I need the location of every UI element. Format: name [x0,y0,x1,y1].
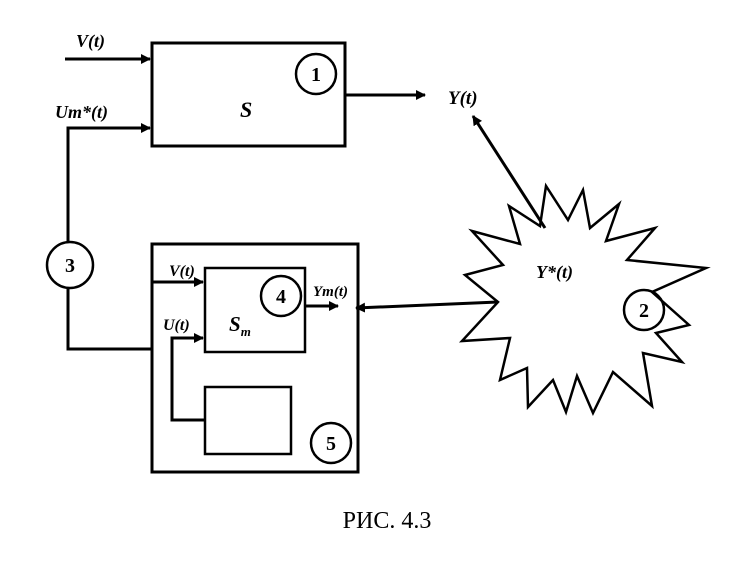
badge-3-circle [45,240,95,290]
ym-output-label: Ym(t) [313,284,348,300]
controller-block [203,385,293,456]
real-object-star [458,182,711,416]
figure-caption: РИС. 4.3 [343,508,432,534]
model-sm-block [203,266,307,354]
u-inner-label: U(t) [163,317,190,334]
badge-4-circle [259,274,303,318]
badge-2: 2 [639,300,649,322]
badge-3: 3 [65,255,75,277]
badge-5: 5 [326,433,336,455]
loop-bottom-line [66,288,152,351]
u-inner-arrow [170,333,205,422]
v-inner-label: V(t) [169,263,195,280]
model-sm-label: Sm [229,312,251,339]
v-input-label: V(t) [76,31,105,52]
badge-1: 1 [311,64,321,86]
u-star-feed-line [66,123,151,243]
y-output-label: Y(t) [448,88,478,109]
system-s-label: S [240,97,252,122]
model-outer-block [150,242,360,474]
badge-2-circle [622,288,666,332]
badge-5-circle [309,421,353,465]
badge-4: 4 [276,286,286,308]
u-star-label: Um*(t) [55,102,108,123]
badge-1-circle [294,52,338,96]
system-s-block [150,41,347,148]
star-to-ym-arrow [355,300,499,313]
star-to-y-arrow [471,115,547,229]
y-star-label: Y*(t) [536,262,573,283]
